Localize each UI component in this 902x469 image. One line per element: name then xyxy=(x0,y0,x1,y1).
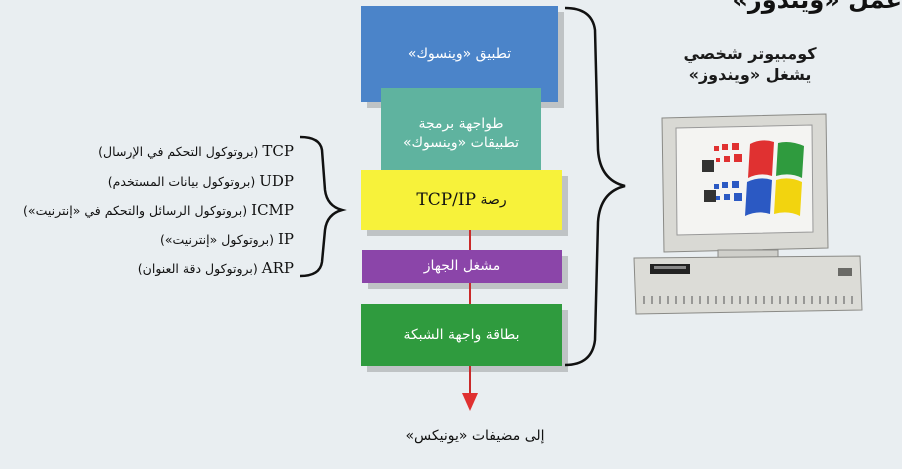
protocol-item-arp: ARP (بروتوكول دقة العنوان) xyxy=(138,259,294,277)
network-interface-card-label: بطاقة واجهة الشبكة xyxy=(403,326,520,343)
winsock-application-label: تطبيق «وينسوك» xyxy=(407,45,512,62)
protocol-desc: (بروتوكول «إنترنيت») xyxy=(159,232,274,247)
protocol-abbr: UDP xyxy=(259,172,294,190)
flow-line-segment xyxy=(469,230,471,250)
flow-line-segment xyxy=(469,366,471,394)
protocol-desc: (بروتوكول الرسائل والتحكم في «إنترنيت») xyxy=(23,203,248,218)
protocol-list-bracket xyxy=(299,135,347,278)
winsock-application-layer: تطبيق «وينسوك» xyxy=(361,6,558,102)
protocol-abbr: ICMP xyxy=(251,201,294,219)
tcpip-stack-protocol: TCP/IP xyxy=(416,189,477,210)
protocol-item-tcp: TCP (بروتوكول التحكم في الإرسال) xyxy=(98,142,294,160)
winsock-api-label-line2: تطبيقات «وينسوك» xyxy=(402,135,520,151)
protocol-desc: (بروتوكول التحكم في الإرسال) xyxy=(98,144,259,159)
protocol-item-icmp: ICMP (بروتوكول الرسائل والتحكم في «إنترن… xyxy=(23,201,294,219)
pc-label-line2: يشغل «ويندوز» xyxy=(688,64,812,84)
pc-label-line1: كومبيوتر شخصي xyxy=(683,44,817,63)
protocol-item-ip: IP (بروتوكول «إنترنيت») xyxy=(160,230,294,248)
unix-hosts-caption: إلى مضيفات «يونيكس» xyxy=(405,428,545,444)
protocol-desc: (بروتوكول دقة العنوان) xyxy=(137,261,258,276)
page-title: عمل «ويندوز» xyxy=(732,0,902,14)
network-interface-card-layer: بطاقة واجهة الشبكة xyxy=(361,304,562,366)
protocol-abbr: ARP xyxy=(261,259,294,277)
protocol-desc: (بروتوكول بيانات المستخدم) xyxy=(107,174,256,189)
device-driver-layer: مشغل الجهاز xyxy=(362,250,562,283)
pc-stack-bracket xyxy=(564,6,626,367)
winsock-api-layer: طواجهة برمجة تطبيقات «وينسوك» xyxy=(381,88,541,180)
tcpip-stack-layer: رصة TCP/IP xyxy=(361,170,562,230)
device-driver-label: مشغل الجهاز xyxy=(423,258,501,275)
pc-label: كومبيوتر شخصي يشغل «ويندوز» xyxy=(660,44,840,86)
windows-logo xyxy=(702,140,804,216)
flow-line-segment xyxy=(469,283,471,304)
protocol-abbr: TCP xyxy=(262,142,294,160)
tcpip-stack-word: رصة xyxy=(480,191,507,208)
protocol-abbr: IP xyxy=(277,230,294,248)
protocol-item-udp: UDP (بروتوكول بيانات المستخدم) xyxy=(108,172,294,190)
winsock-api-label-line1: طواجهة برمجة xyxy=(418,116,504,133)
down-arrow-icon xyxy=(462,393,478,411)
